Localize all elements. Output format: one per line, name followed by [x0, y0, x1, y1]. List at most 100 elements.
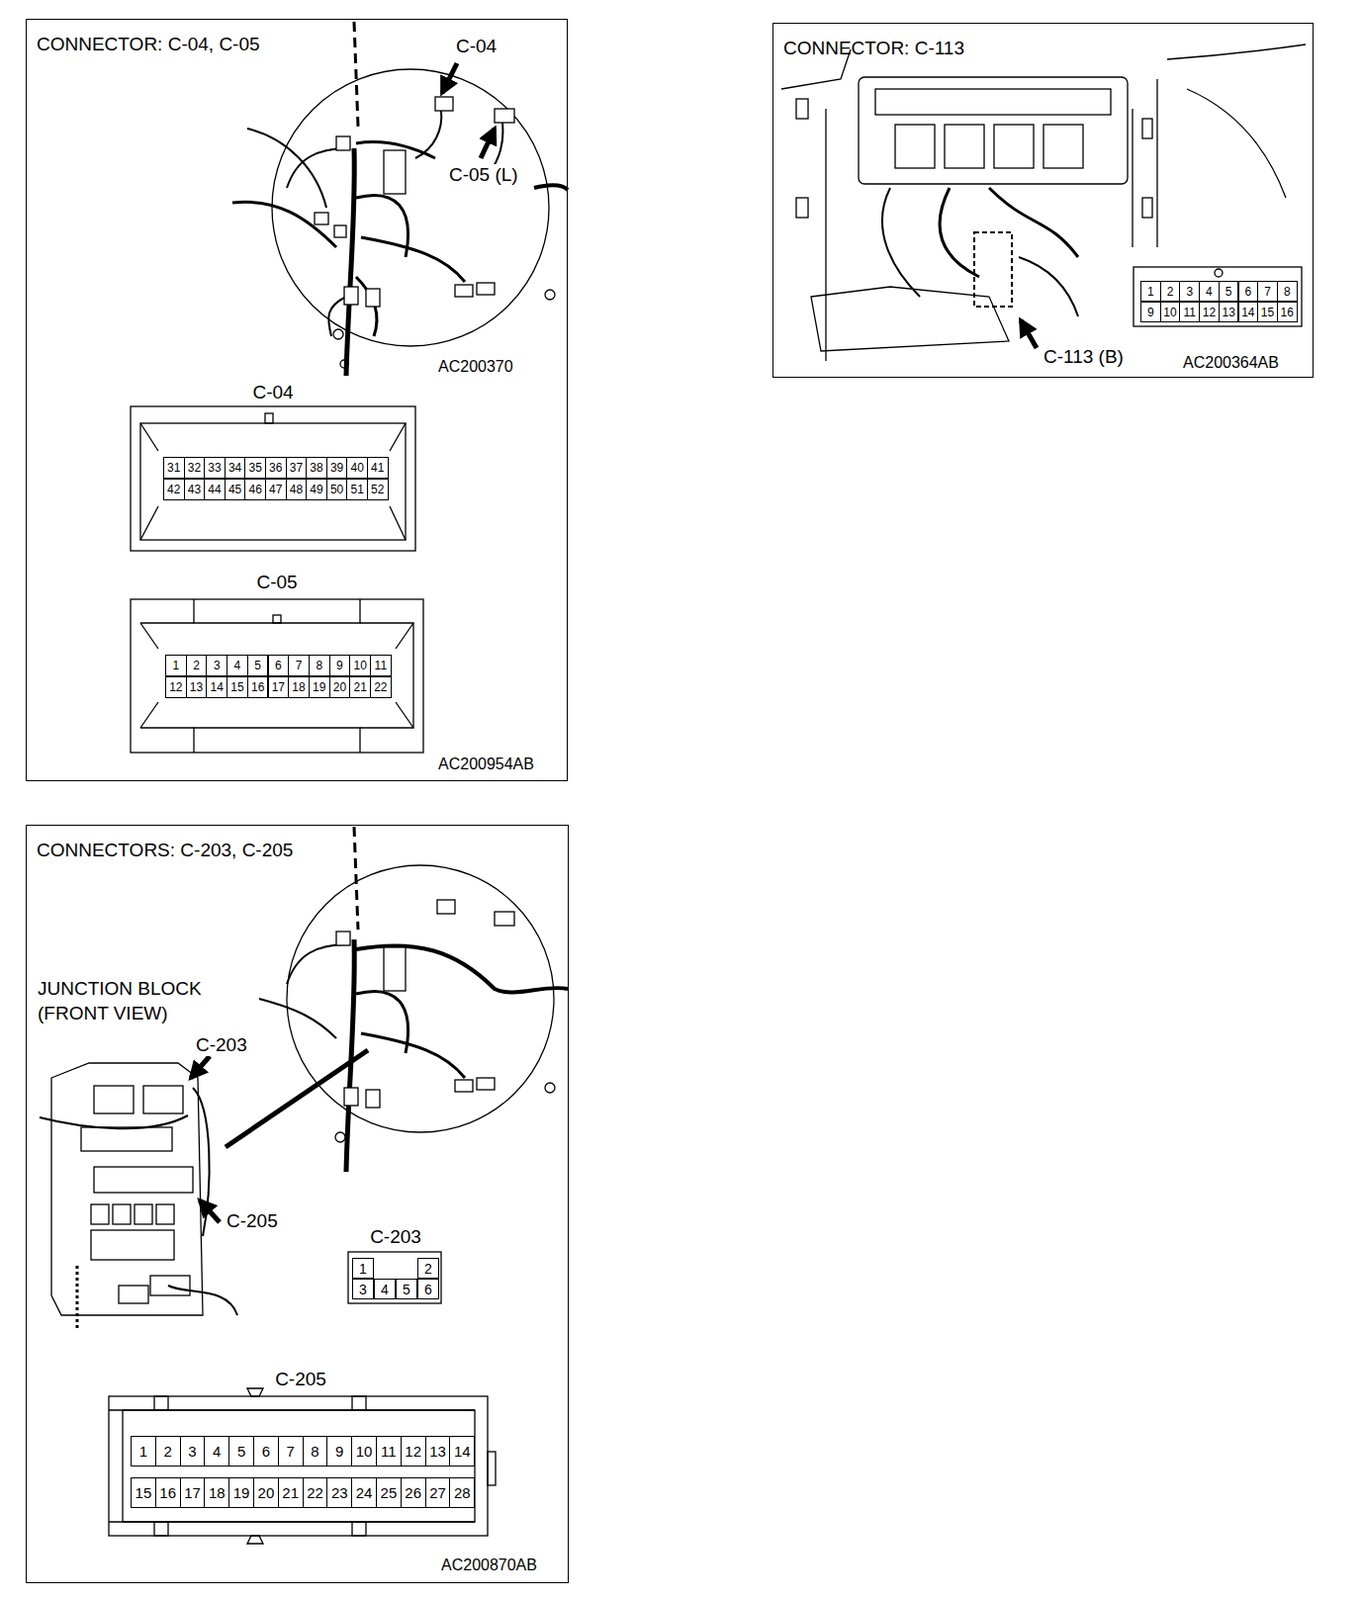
pin-number: 2	[155, 1436, 182, 1467]
pin-number: 35	[244, 456, 267, 479]
bolt	[333, 329, 344, 340]
radio-slot	[875, 89, 1111, 115]
pin-number: 45	[224, 478, 247, 501]
pin-number: 27	[425, 1477, 452, 1509]
pin-number: 14	[205, 676, 228, 699]
wire	[168, 1285, 238, 1316]
fuse-bank	[90, 1230, 175, 1261]
console-frame	[825, 108, 1133, 362]
pin-number: 14	[449, 1436, 475, 1467]
connector-outline	[193, 727, 361, 753]
pin-number: 18	[287, 676, 310, 699]
connector-latch	[1214, 269, 1223, 277]
pin-number: 32	[183, 456, 206, 479]
pin-number: 11	[369, 654, 392, 677]
wire	[989, 187, 1079, 258]
steering-wheel	[286, 865, 554, 1133]
relay	[156, 1204, 175, 1225]
connector-title: C-203	[367, 1226, 424, 1249]
connector-title: C-04	[250, 381, 295, 404]
clip	[796, 197, 809, 218]
pin-number: 7	[1257, 280, 1278, 302]
dashboard-sketch	[232, 21, 568, 376]
pin-number: 22	[369, 676, 392, 699]
button	[944, 124, 985, 169]
bolt	[544, 289, 555, 300]
connector-sketch	[494, 911, 515, 926]
figure-code: AC200870AB	[441, 1556, 538, 1575]
connector-outline	[140, 423, 406, 541]
callout-label: C-205	[224, 1210, 280, 1233]
panel-heading: CONNECTOR: C-113	[773, 23, 965, 60]
connector-face	[108, 1388, 496, 1544]
connector-sketch	[336, 931, 351, 946]
connector-outline	[1133, 267, 1302, 327]
callout-label: C-203	[193, 1034, 250, 1057]
pin-number: 47	[265, 478, 287, 501]
part-name: JUNCTION BLOCK (FRONT VIEW)	[37, 977, 241, 1026]
socket	[81, 1127, 173, 1152]
connector-latch	[487, 1451, 496, 1486]
pin-number: 46	[244, 478, 267, 501]
connector-outline	[108, 1396, 488, 1537]
wire	[259, 998, 337, 1039]
pin-number: 7	[287, 654, 310, 677]
pin-number: 38	[305, 456, 328, 479]
connector-sketch	[437, 900, 455, 914]
connector-panel: CONNECTOR: C-113	[772, 22, 1314, 378]
callout-label: C-04	[453, 35, 499, 58]
pin-number: 33	[203, 456, 226, 479]
pin-number: 10	[1160, 301, 1181, 323]
socket	[118, 1285, 149, 1304]
pin-number: 6	[417, 1278, 440, 1300]
steering-column	[354, 826, 359, 930]
wire	[415, 110, 442, 159]
panel-heading: CONNECTOR: C-04, C-05	[26, 19, 261, 56]
pin-number: 22	[302, 1477, 329, 1509]
pin-number: 3	[1179, 280, 1200, 302]
pointer-arrow	[199, 1200, 220, 1223]
pin-number: 1	[130, 1436, 157, 1467]
wire	[192, 1088, 210, 1237]
pin-number: 3	[352, 1278, 374, 1300]
pin-number: 12	[400, 1436, 427, 1467]
pin-number: 10	[349, 654, 371, 677]
connector-outline	[122, 1410, 475, 1523]
connector-latch	[352, 1396, 366, 1411]
pin-number: 5	[228, 1436, 255, 1467]
button	[994, 124, 1034, 169]
panel-heading: CONNECTORS: C-203, C-205	[26, 825, 293, 862]
wire	[361, 1033, 465, 1079]
pin-number: 15	[1257, 301, 1278, 323]
pin-number: 2	[1160, 280, 1181, 302]
steering-wheel	[272, 69, 549, 347]
wire	[356, 945, 568, 993]
pin-number: 17	[180, 1477, 206, 1509]
pin-number: 49	[305, 478, 328, 501]
pin-number: 39	[326, 456, 349, 479]
pin-number: 42	[163, 478, 185, 501]
pointer-arrow	[1020, 320, 1037, 349]
pin-number: 28	[449, 1477, 475, 1509]
wire	[232, 201, 337, 248]
pin-number: 6	[268, 654, 290, 677]
pin-number: 8	[308, 654, 331, 677]
pin-number: 13	[425, 1436, 452, 1467]
pin-number: 44	[203, 478, 226, 501]
pin-number: 9	[1140, 301, 1162, 323]
wire	[76, 1266, 80, 1331]
leader-line	[225, 1050, 368, 1148]
pin-number: 40	[346, 456, 368, 479]
connector-face	[1133, 267, 1302, 327]
connector-latch	[352, 1522, 366, 1537]
connector-sketch	[476, 1078, 495, 1090]
connector-sketch	[476, 282, 495, 295]
pin-number: 5	[395, 1278, 418, 1300]
connector-sketch	[974, 232, 1012, 307]
pin-number: 52	[366, 478, 389, 501]
connector-latch	[272, 615, 281, 624]
pin-number: 16	[247, 676, 270, 699]
pin-number: 15	[226, 676, 249, 699]
pin-number: 1	[165, 654, 187, 677]
pin-number: 4	[373, 1278, 396, 1300]
